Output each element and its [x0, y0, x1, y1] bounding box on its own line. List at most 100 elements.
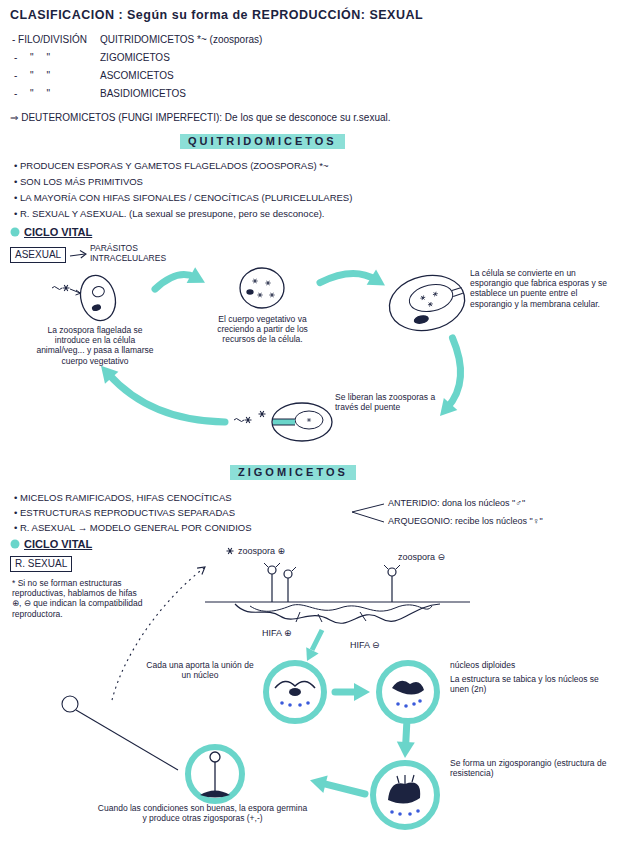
cycle-arrow: [101, 366, 225, 422]
zygote-circle-1: [266, 663, 324, 721]
arrow-head: [440, 398, 457, 416]
highlight-dot-part: [11, 540, 20, 549]
arrow-line: [320, 274, 376, 283]
part-label: zoospora ⊖: [398, 552, 445, 563]
cycle-arrow: [397, 724, 415, 758]
hyphae-illustration: [205, 548, 470, 623]
hyphae-arrow-part: [306, 647, 318, 661]
zygote-circle-1-part: [288, 703, 292, 707]
cycle-arrow: [440, 338, 461, 416]
zygote-circle-2-part: [404, 704, 408, 708]
hyphae-illustration-part: [388, 568, 396, 576]
node-text: El cuerpo vegetativo va creciendo a part…: [205, 314, 320, 345]
cell-stage-3-part-part: [414, 315, 429, 325]
arrow-head: [367, 269, 385, 285]
bullet-item: • PRODUCEN ESPORAS Y GAMETOS FLAGELADOS …: [14, 160, 329, 171]
zygosporangium-circle-part: [373, 763, 437, 827]
hyphae-illustration-part: [250, 605, 432, 612]
hyphae-illustration-part: [235, 604, 440, 623]
spore-return-part: [112, 568, 204, 700]
cell-stage-4-part: [234, 417, 252, 423]
zygote-circle-2-part: [392, 681, 424, 695]
zygote-circle-1-part: [280, 701, 284, 705]
highlight-dot-part: [11, 228, 20, 237]
section-band: ZIGOMICETOS: [230, 465, 356, 480]
cell-stage-1: [52, 271, 120, 324]
arrow-line: [321, 783, 365, 794]
hyphae-illustration-part: [264, 563, 400, 571]
taxon-name: QUITRIDOMICETOS *~ (zoosporas): [100, 34, 262, 46]
arrow-head: [187, 267, 205, 283]
zygote-circle-2-part: [396, 702, 400, 706]
zygote-circle-2-part: [379, 663, 437, 721]
zygote-circle-2-part: [418, 699, 422, 703]
cycle-stage: Cuando las condiciones son buenas, la es…: [95, 745, 310, 823]
node-text: La zoospora flagelada se introduce en la…: [35, 325, 155, 366]
taxon-name: BASIDIOMICETOS: [100, 88, 186, 100]
zygosporangium-circle-part: [398, 812, 402, 816]
spore-return-part: [76, 710, 178, 770]
zygote-circle-1-part: [306, 701, 310, 705]
arrow-line: [108, 374, 225, 422]
cell-stage-2-part: [265, 281, 270, 286]
zygote-circle-1-part: [275, 681, 315, 688]
cycle-stage: Se forma un zigosporangio (estructura de…: [365, 758, 615, 830]
annotation-bracket-part: [352, 504, 384, 522]
cell-stage-3-part-part: [384, 269, 470, 338]
cycle-arrow: [335, 683, 370, 701]
arrow-head: [310, 775, 328, 792]
zygote-circle-1-part: [289, 688, 301, 696]
taxon-name: ZIGOMICETOS: [100, 52, 170, 64]
cell-stage-1-part-part: [76, 271, 121, 324]
cell-stage-4-part: [259, 411, 266, 417]
zygosporangium-circle-part: [408, 812, 412, 816]
node-text: ZIGOMICETOS: [238, 466, 348, 479]
node-text: Cuando las condiciones son buenas, la es…: [95, 803, 310, 823]
cycle-stage: Cada una aporta la unión de un núcleo: [145, 660, 335, 724]
cell-stage-2-part: [252, 279, 257, 284]
cell-stage-1-part: [52, 285, 70, 291]
node-caption: La estructura se tabica y los núcleos se…: [450, 674, 615, 694]
cell-stage-3-part-part: [428, 302, 434, 307]
zygosporangium-circle-part: [416, 809, 420, 813]
cell-stage-2-part: [269, 293, 274, 298]
hyphae-arrow: [306, 630, 322, 661]
bullet-item: • MICELOS RAMIFICADOS, HIFAS CENOCÍTICAS: [14, 492, 232, 503]
cycle-stage: núcleos diploidesLa estructura se tabica…: [370, 660, 615, 724]
node-text: QUITRIDOMICETOS: [188, 135, 337, 148]
arrow-line: [447, 338, 460, 408]
part-label: HIFA ⊕: [262, 628, 292, 639]
definition-text: ARQUEGONIO: recibe los núcleos "♀": [388, 516, 543, 527]
arrow-head: [354, 683, 370, 701]
page-title: CLASIFICACION : Según su forma de REPROD…: [10, 8, 423, 23]
node-text: Se forma un zigosporangio (estructura de…: [450, 758, 615, 778]
bullet-item: • R. ASEXUAL → MODELO GENERAL POR CONIDI…: [14, 522, 252, 533]
germination-circle-part: [210, 752, 220, 762]
cell-stage-3-part-part: [452, 287, 463, 296]
annotation-bracket: [352, 504, 384, 522]
zygote-circle-1-part: [266, 663, 324, 721]
germination-circle-part: [188, 747, 242, 801]
cell-stage-2-part: [240, 268, 284, 308]
zygosporangium-circle: [373, 763, 437, 827]
ditto-mark: - " ": [14, 52, 55, 64]
arrow-head: [101, 366, 118, 384]
section-band: QUITRIDOMICETOS: [180, 134, 345, 149]
cell-stage-3-part-part: [432, 292, 438, 297]
hyphae-illustration-part: [284, 570, 292, 578]
pointer-arrow-part: [80, 251, 86, 259]
zygosporangium-circle-part: [388, 783, 420, 804]
hyphae-illustration-part: [268, 566, 276, 574]
hyphae-illustration-part: [296, 612, 366, 622]
part-label: zoospora ⊕: [238, 546, 285, 557]
pointer-arrow-part: [70, 254, 85, 256]
spore-return-part: [62, 696, 78, 712]
zygosporangium-circle-part: [390, 810, 394, 814]
germination-circle: [188, 747, 242, 801]
note-line: ⇒ DEUTEROMICETOS (FUNGI IMPERFECTI): De …: [10, 112, 391, 124]
cell-stage-2-part: [247, 290, 253, 294]
cell-stage-1-part: [70, 289, 80, 293]
